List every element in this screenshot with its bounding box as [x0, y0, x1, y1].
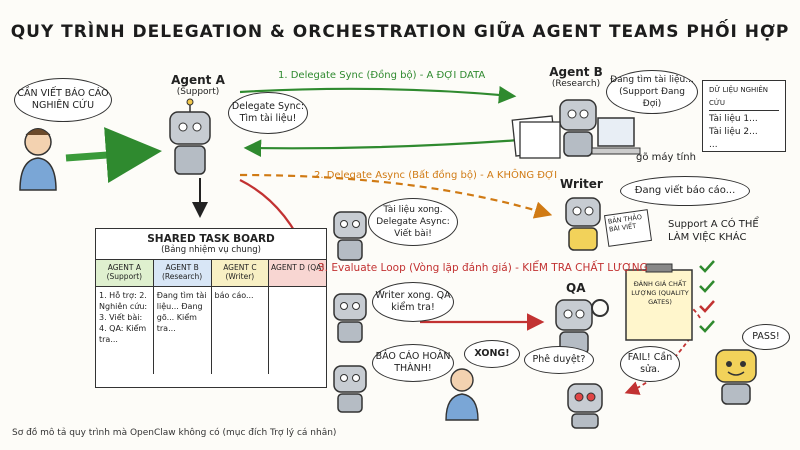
checklist-marks	[699, 260, 715, 333]
eval-bubble: Writer xong. QA kiểm tra!	[372, 282, 454, 322]
async-robot	[333, 211, 367, 261]
fail-feedback-arrow	[624, 337, 691, 395]
research-note: DỮ LIỆU NGHIÊN CỨU Tài liệu 1... Tài liệ…	[702, 80, 786, 152]
board-column: AGENT A (Support) 1. Hỗ trợ: 2. Nghiên c…	[96, 260, 154, 374]
board-column: AGENT D (QA)	[269, 260, 326, 374]
board-column-body: 1. Hỗ trợ: 2. Nghiên cứu: 3. Viết bài: 4…	[99, 291, 148, 344]
board-columns: AGENT A (Support) 1. Hỗ trợ: 2. Nghiên c…	[96, 259, 326, 374]
writer-robot	[565, 197, 601, 251]
user-to-agent-a-arrow	[65, 127, 162, 183]
human-figure-done	[445, 368, 479, 421]
agent-a-robot	[169, 98, 211, 175]
writer-paper: BẢN THẢO BÀI VIẾT	[603, 209, 653, 247]
board-title: SHARED TASK BOARD	[147, 233, 275, 245]
agent-a-bubble: Delegate Sync: Tìm tài liệu!	[228, 92, 308, 134]
step3-label: 3. Evaluate Loop (Vòng lặp đánh giá) - K…	[318, 262, 648, 274]
user-bubble: CẦN VIẾT BÁO CÁO NGHIÊN CỨU	[14, 78, 112, 122]
board-column-header: AGENT D (QA)	[269, 260, 326, 287]
agent-b-name: Agent B	[549, 65, 603, 79]
computer-monitor	[591, 117, 641, 155]
agent-b-bubble: Đang tìm tài liệu... (Support Đang Đợi)	[606, 70, 698, 114]
step2-label: 2. Delegate Async (Bất đồng bộ) - A KHÔN…	[314, 170, 558, 181]
clipboard	[625, 263, 693, 341]
writer-name: Writer	[560, 177, 603, 191]
done-bubble: BÁO CÁO HOÀN THÀNH!	[372, 344, 454, 382]
pass-feedback-arrow	[658, 290, 701, 319]
user-figure	[19, 128, 57, 191]
board-column-body	[269, 287, 326, 293]
xong-bubble: XONG!	[464, 340, 520, 368]
qa-pass-bubble: PASS!	[742, 324, 790, 350]
sync-request-arrow	[239, 86, 517, 104]
board-subtitle: (Bảng nhiệm vụ chung)	[161, 245, 261, 255]
qa-fail-bubble: FAIL! Cần sửa.	[620, 346, 680, 382]
board-column: AGENT B (Research) Đang tìm tài liệu... …	[153, 260, 212, 374]
board-column-body: báo cáo...	[214, 291, 254, 300]
qa-approve-bubble: Phê duyệt?	[524, 346, 594, 374]
angry-robot	[567, 383, 603, 429]
research-note-line: Tài liệu 1...	[709, 114, 758, 124]
agent-a-label: Agent A (Support)	[168, 74, 228, 98]
agent-b-caption: gõ máy tính	[636, 152, 696, 163]
qa-clipboard-text: ĐÁNH GIÁ CHẤT LƯỢNG (QUALITY GATES)	[631, 280, 689, 306]
paper-stack	[511, 115, 561, 159]
async-arrow	[239, 173, 553, 219]
board-column: AGENT C (Writer) báo cáo...	[211, 260, 270, 374]
async-bubble: Tài liệu xong. Delegate Async: Viết bài!	[368, 198, 458, 246]
research-note-line: Tài liệu 2...	[709, 127, 758, 137]
done-robot	[333, 365, 367, 413]
research-note-line: ...	[709, 140, 718, 150]
step1-label: 1. Delegate Sync (Đồng bộ) - A ĐỢI DATA	[278, 70, 486, 81]
sync-return-arrow	[243, 138, 521, 157]
writer-note: Support A CÓ THỂ LÀM VIỆC KHÁC	[668, 219, 759, 243]
board-column-header: AGENT B (Research)	[153, 260, 211, 287]
agent-b-role: (Research)	[551, 79, 601, 89]
board-column-header: AGENT C (Writer)	[211, 260, 269, 287]
writer-bubble: Đang viết báo cáo...	[620, 176, 750, 206]
footer-caption: Sơ đồ mô tả quy trình mà OpenClaw không …	[12, 428, 337, 438]
page-title: QUY TRÌNH DELEGATION & ORCHESTRATION GIỮ…	[10, 22, 790, 42]
agent-b-robot	[559, 99, 597, 157]
board-column-header: AGENT A (Support)	[96, 260, 153, 287]
shared-task-board: SHARED TASK BOARD (Bảng nhiệm vụ chung) …	[95, 228, 327, 388]
agent-b-label: Agent B (Research)	[546, 66, 606, 90]
board-column-body: Đang tìm tài liệu... Đang gõ... Kiểm tra…	[156, 291, 207, 333]
eval-robot	[333, 293, 367, 343]
research-note-title: DỮ LIỆU NGHIÊN CỨU	[709, 84, 779, 111]
qa-name: QA	[566, 281, 586, 295]
agent-a-role: (Support)	[176, 87, 220, 97]
agent-a-name: Agent A	[171, 73, 225, 87]
pass-robot	[715, 349, 757, 405]
